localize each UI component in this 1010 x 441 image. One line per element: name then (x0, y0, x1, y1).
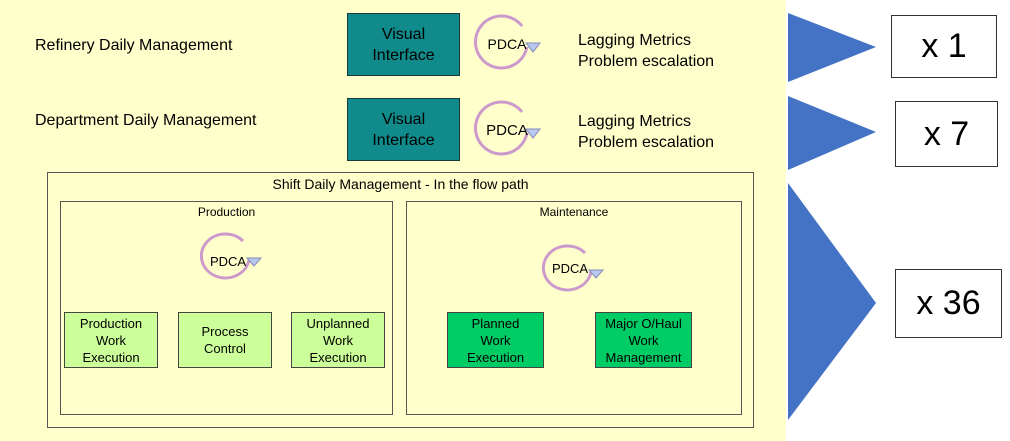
metrics-line-1: Lagging Metrics (578, 113, 691, 130)
box-line: Execution (466, 349, 525, 365)
shift-frame (47, 172, 754, 428)
refinery-metrics: Lagging Metrics Problem escalation (578, 30, 714, 72)
pdca-label: PDCA (488, 36, 528, 52)
major-ohaul-work-management-box: Major O/Haul Work Management (595, 312, 692, 368)
interface-line-1: Visual (381, 110, 426, 128)
refinery-label: Refinery Daily Management (35, 37, 233, 54)
unplanned-work-execution-box: Unplanned Work Execution (291, 312, 385, 368)
process-control-box: Process Control (178, 312, 272, 368)
pdca-label: PDCA (486, 122, 528, 139)
box-line: Planned (471, 315, 520, 331)
box-line: Major O/Haul (605, 315, 682, 331)
shift-arrow (788, 183, 876, 420)
box-line: Work (95, 332, 127, 348)
department-pdca-cycle-icon: PDCA (474, 100, 542, 156)
box-line: Work (628, 332, 659, 348)
box-line: Process (201, 324, 249, 339)
refinery-visual-interface: Visual Interface (347, 13, 460, 76)
refinery-arrow (788, 13, 876, 82)
department-arrow (788, 96, 876, 170)
production-frame (60, 201, 393, 415)
shift-multiplier: x 36 (895, 269, 1002, 338)
metrics-line-2: Problem escalation (578, 53, 715, 70)
production-pdca-cycle-icon: PDCA (199, 232, 263, 280)
box-line: Unplanned (306, 315, 370, 331)
box-line: Management (605, 349, 682, 365)
metrics-line-1: Lagging Metrics (578, 32, 691, 49)
department-metrics: Lagging Metrics Problem escalation (578, 111, 714, 153)
box-line: Control (204, 341, 246, 356)
box-line: Work (480, 332, 511, 348)
department-label: Department Daily Management (35, 112, 257, 129)
pdca-label: PDCA (552, 261, 588, 276)
maintenance-frame (406, 201, 742, 415)
department-multiplier: x 7 (895, 101, 998, 167)
interface-line-2: Interface (372, 46, 435, 64)
maintenance-pdca-cycle-icon: PDCA (541, 244, 605, 292)
interface-line-2: Interface (372, 131, 435, 149)
refinery-pdca-cycle-icon: PDCA (474, 14, 542, 70)
box-line: Production (79, 315, 143, 331)
box-line: Execution (82, 349, 140, 365)
shift-title: Shift Daily Management - In the flow pat… (272, 176, 529, 192)
maintenance-title: Maintenance (539, 205, 609, 219)
department-visual-interface: Visual Interface (347, 98, 460, 161)
production-work-execution-box: Production Work Execution (64, 312, 158, 368)
metrics-line-2: Problem escalation (578, 134, 715, 151)
production-title: Production (197, 205, 256, 219)
interface-line-1: Visual (381, 25, 426, 43)
box-line: Execution (309, 349, 367, 365)
planned-work-execution-box: Planned Work Execution (447, 312, 544, 368)
refinery-multiplier: x 1 (891, 15, 997, 78)
pdca-label: PDCA (210, 254, 246, 269)
box-line: Work (322, 332, 354, 348)
